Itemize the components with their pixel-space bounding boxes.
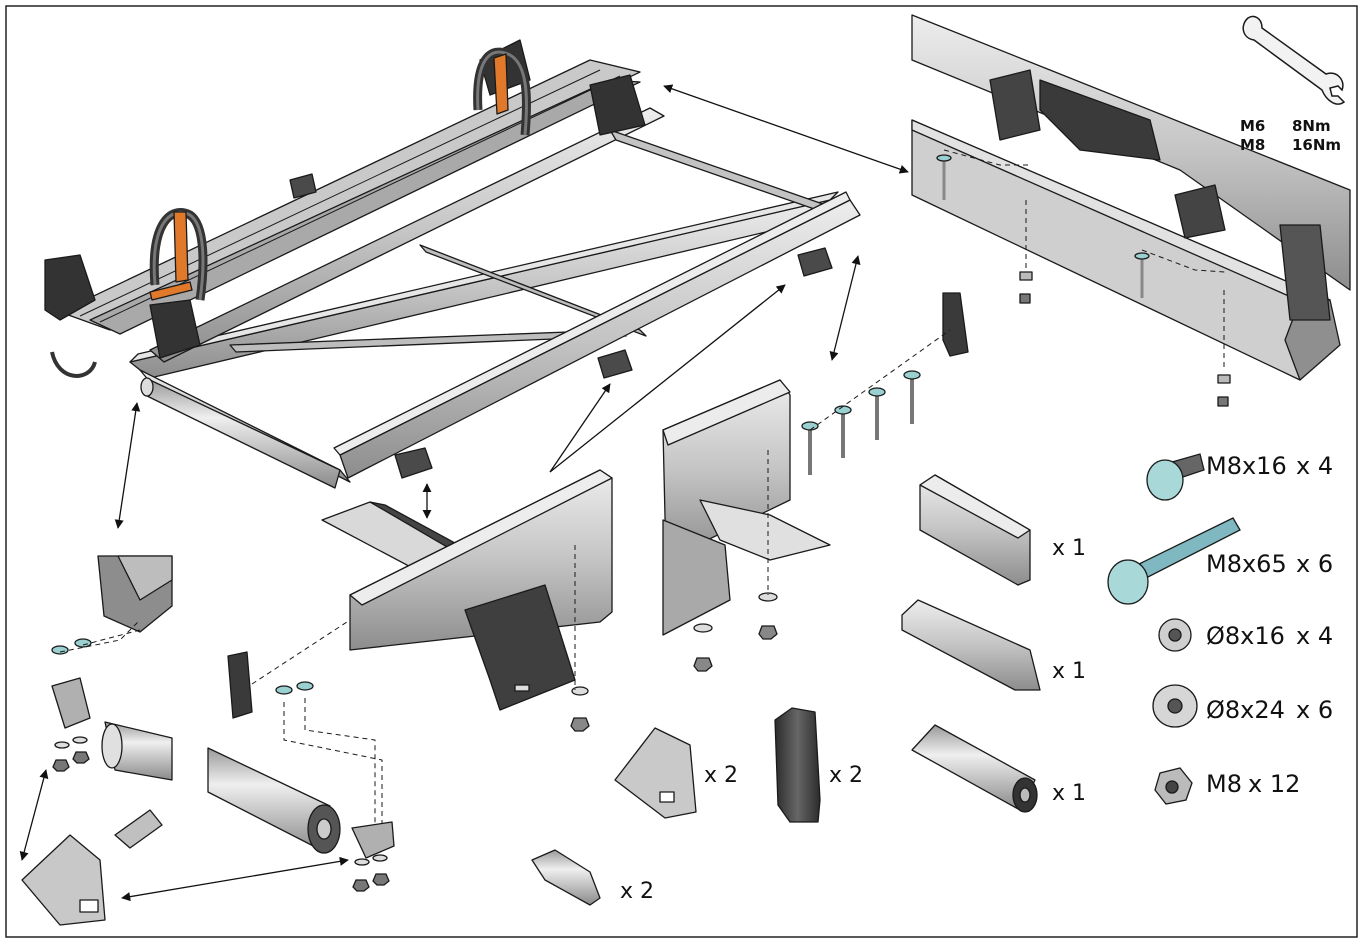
torque-size-m6: M6	[1240, 117, 1265, 135]
washer-8x24-icon	[1152, 684, 1198, 728]
detail-clamp-right-foot	[1279, 224, 1331, 321]
clamp-rear-right	[589, 74, 646, 136]
crossbar-mid-1	[229, 329, 627, 353]
hardware-legend	[1107, 453, 1241, 805]
strap-front	[173, 211, 189, 283]
hw-name-2: Ø8x16	[1206, 622, 1285, 650]
torque-value-m8: 16Nm	[1292, 136, 1341, 154]
hw-qty-0: x 4	[1296, 452, 1333, 480]
qty-roller: x 1	[1052, 781, 1086, 806]
foot-1	[394, 447, 433, 479]
detail-clamp-left	[989, 69, 1041, 141]
hw-name-1: M8x65	[1206, 550, 1287, 578]
part-bracket	[614, 727, 697, 819]
foot-3	[797, 247, 833, 277]
callout-arrows	[19, 84, 909, 902]
ladder-rail-2	[89, 79, 641, 335]
ladder-rail-1	[59, 59, 641, 331]
part-deflector	[901, 599, 1041, 691]
roller-detail	[21, 555, 395, 926]
channel-short	[662, 519, 731, 636]
detail-clamp-right	[1174, 184, 1226, 239]
hw-name-4: M8	[1206, 770, 1242, 798]
clamp-front-left	[44, 254, 96, 321]
torque-size-m8: M8	[1240, 136, 1265, 154]
part-roller	[911, 724, 1036, 811]
exploded-center	[227, 292, 969, 825]
qty-deflector: x 1	[1052, 659, 1086, 684]
hw-name-3: Ø8x24	[1206, 696, 1285, 724]
torque-table: M6 8Nm M8 16Nm	[1240, 117, 1341, 154]
part-pin	[531, 849, 601, 906]
roof-rack-assembly	[44, 39, 861, 489]
nut-m8-icon	[1154, 767, 1193, 805]
roller-bracket-left	[51, 677, 91, 729]
detail-bolts	[936, 154, 1231, 407]
side-rail-front-top	[129, 191, 839, 363]
detail-clamp-black-body	[1039, 79, 1161, 161]
handle-loop	[50, 351, 97, 378]
hw-qty-2: x 4	[1296, 622, 1333, 650]
end-cap-left	[227, 651, 253, 719]
wrench-icon	[1242, 15, 1346, 105]
roller-bracket-right	[351, 821, 395, 859]
foot-2	[597, 349, 633, 379]
bolt-m8x16-icon	[1146, 453, 1205, 501]
clamp-front-mid	[149, 299, 201, 359]
center-washers	[570, 592, 778, 732]
washer-8x16-icon	[1158, 618, 1192, 652]
pin-bottom-left	[114, 809, 163, 849]
foot-4	[289, 173, 317, 199]
torque-value-m6: 8Nm	[1292, 117, 1331, 135]
crossbar-mid-2	[419, 244, 647, 337]
bolt-m8x65-icon	[1107, 517, 1241, 605]
quantity-labels: x 1 x 1 x 1 x 2 x 2 x 2	[620, 536, 1086, 904]
qty-front-cap: x 1	[1052, 536, 1086, 561]
hw-qty-3: x 6	[1296, 696, 1333, 724]
hw-qty-1: x 6	[1296, 550, 1333, 578]
sheet-border	[5, 5, 1358, 938]
end-cap-small	[942, 292, 969, 357]
qty-end-cap: x 2	[829, 763, 863, 788]
hw-qty-4: x 12	[1248, 770, 1300, 798]
crossbar-right	[609, 129, 847, 221]
loose-parts	[531, 474, 1041, 906]
qty-pin: x 2	[620, 879, 654, 904]
rear-roller	[144, 379, 341, 489]
hw-name-0: M8x16	[1206, 452, 1287, 480]
hardware-labels: M8x16 x 4 M8x65 x 6 Ø8x16 x 4 Ø8x24 x 6 …	[1206, 452, 1333, 798]
strap-rear	[493, 53, 509, 115]
gutter-detail	[911, 14, 1351, 407]
mount-bracket-center	[464, 584, 576, 711]
qty-bracket: x 2	[704, 763, 738, 788]
part-end-cap	[774, 707, 821, 823]
